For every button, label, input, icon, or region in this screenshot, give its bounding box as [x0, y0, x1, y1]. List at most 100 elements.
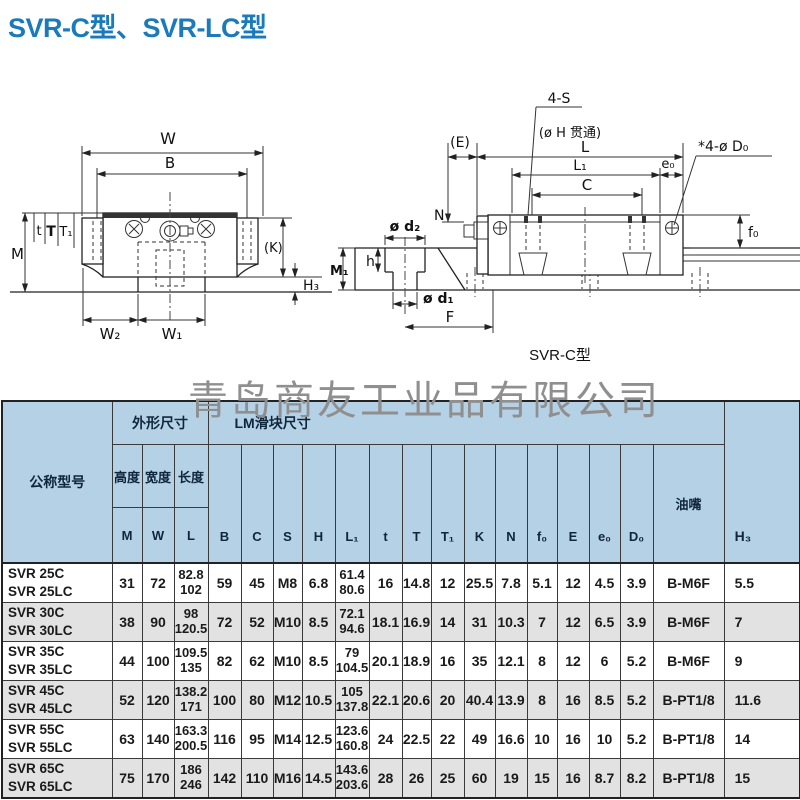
cell-nipple: B-M6F	[652, 562, 725, 603]
col-header-T1: T₁	[430, 444, 465, 564]
cell-H3: 15	[723, 758, 800, 799]
cell-f0: 8	[526, 641, 558, 681]
col-header-K: K	[463, 444, 496, 564]
table-row-svr25: SVR 25C SVR 25LC 31 72 82.8 102 59 45 M8…	[1, 562, 800, 603]
dim-label-4D0: *4-ø D₀	[698, 139, 749, 155]
cell-W: 100	[141, 641, 175, 681]
cell-N: 19	[494, 758, 528, 799]
cell-f0: 7	[526, 602, 558, 642]
cell-nipple: B-PT1/8	[652, 719, 725, 759]
cell-D0: 5.2	[619, 680, 654, 720]
cell-D0: 3.9	[619, 602, 654, 642]
cell-H3: 9	[723, 641, 800, 681]
cell-L1: 61.4 80.6	[334, 562, 370, 603]
cell-B: 100	[207, 680, 242, 720]
cell-T: 22.5	[401, 719, 432, 759]
cell-W: 170	[141, 758, 175, 799]
cell-f0: 8	[526, 680, 558, 720]
cell-L: 98 120.5	[173, 602, 209, 642]
cell-T1: 20	[430, 680, 465, 720]
cell-S: M10	[272, 641, 303, 681]
cell-M: 31	[111, 562, 143, 603]
col-header-grease-nipple: 油嘴	[652, 444, 725, 564]
cell-N: 7.8	[494, 562, 528, 603]
cell-T: 26	[401, 758, 432, 799]
dim-label-M: M	[11, 245, 24, 263]
col-header-S: S	[272, 444, 303, 564]
sub-header-length: 长度	[173, 444, 209, 508]
cell-t: 16	[368, 562, 403, 603]
cell-E: 16	[556, 680, 590, 720]
cell-N: 13.9	[494, 680, 528, 720]
cell-M: 63	[111, 719, 143, 759]
cell-L: 109.5 135	[173, 641, 209, 681]
cell-M: 52	[111, 680, 143, 720]
cell-B: 72	[207, 602, 242, 642]
cell-N: 12.1	[494, 641, 528, 681]
table-row-svr30: SVR 30C SVR 30LC 38 90 98 120.5 72 52 M1…	[1, 602, 800, 642]
cell-E: 12	[556, 641, 590, 681]
cell-L: 138.2 171	[173, 680, 209, 720]
cell-B: 142	[207, 758, 242, 799]
cell-T: 14.8	[401, 562, 432, 603]
col-header-T: T	[401, 444, 432, 564]
cell-H3: 7	[723, 602, 800, 642]
cell-T: 18.9	[401, 641, 432, 681]
col-header-model: 公称型号	[1, 400, 113, 564]
cell-f0: 5.1	[526, 562, 558, 603]
cell-T: 16.9	[401, 602, 432, 642]
header-row-sub: 高度 宽度 长度 B C S H L₁ t T T₁ K N f₀ E e₀ D…	[2, 444, 800, 564]
dim-label-F: F	[446, 308, 455, 326]
dim-label-t: t	[36, 224, 41, 239]
dim-label-4S: 4-S	[548, 91, 571, 107]
cell-E: 12	[556, 602, 590, 642]
col-header-B: B	[207, 444, 242, 564]
cell-K: 40.4	[463, 680, 496, 720]
cell-M: 38	[111, 602, 143, 642]
cell-D0: 5.2	[619, 641, 654, 681]
cell-D0: 8.2	[619, 758, 654, 799]
cell-f0: 10	[526, 719, 558, 759]
cell-H: 14.5	[301, 758, 336, 799]
sub-header-width: 宽度	[141, 444, 175, 508]
table-row-svr45: SVR 45C SVR 45LC 52 120 138.2 171 100 80…	[1, 680, 800, 720]
cell-e0: 8.7	[588, 758, 621, 799]
cell-C: 80	[240, 680, 274, 720]
dim-label-d2: ø d₂	[390, 219, 421, 235]
cell-C: 95	[240, 719, 274, 759]
sub-header-height: 高度	[111, 444, 143, 508]
cell-T1: 14	[430, 602, 465, 642]
cell-T1: 16	[430, 641, 465, 681]
cell-E: 16	[556, 719, 590, 759]
cell-W: 140	[141, 719, 175, 759]
cell-nipple: B-PT1/8	[652, 758, 725, 799]
cell-E: 16	[556, 758, 590, 799]
cell-t: 24	[368, 719, 403, 759]
col-header-L: L	[173, 507, 209, 564]
cell-H: 10.5	[301, 680, 336, 720]
group-header-outer-dimensions: 外形尺寸	[111, 400, 209, 445]
cell-K: 25.5	[463, 562, 496, 603]
cell-f0: 15	[526, 758, 558, 799]
cell-M: 44	[111, 641, 143, 681]
cell-T1: 25	[430, 758, 465, 799]
cell-S: M10	[272, 602, 303, 642]
dim-label-B: B	[165, 154, 175, 172]
cell-t: 28	[368, 758, 403, 799]
cell-K: 31	[463, 602, 496, 642]
dim-label-through-hole: (ø H 贯通)	[539, 126, 601, 141]
cell-T1: 22	[430, 719, 465, 759]
cell-W: 90	[141, 602, 175, 642]
cell-T1: 12	[430, 562, 465, 603]
dimension-table: 公称型号 外形尺寸 LM滑块尺寸 H₃ 高度 宽度 长度 B C S H L₁ …	[1, 400, 800, 799]
cell-L1: 79 104.5	[334, 641, 370, 681]
dim-label-h: h	[366, 254, 375, 270]
side-view-drawing: N (E) L L₁ C e₀ 4-S (ø H 贯通) *4-ø D₀ f₀ …	[330, 91, 800, 333]
cell-B: 59	[207, 562, 242, 603]
cell-S: M14	[272, 719, 303, 759]
dim-label-W: W	[160, 129, 176, 148]
col-header-e0: e₀	[588, 444, 621, 564]
cell-e0: 6	[588, 641, 621, 681]
cell-model: SVR 55C SVR 55LC	[1, 719, 113, 759]
cell-nipple: B-M6F	[652, 602, 725, 642]
